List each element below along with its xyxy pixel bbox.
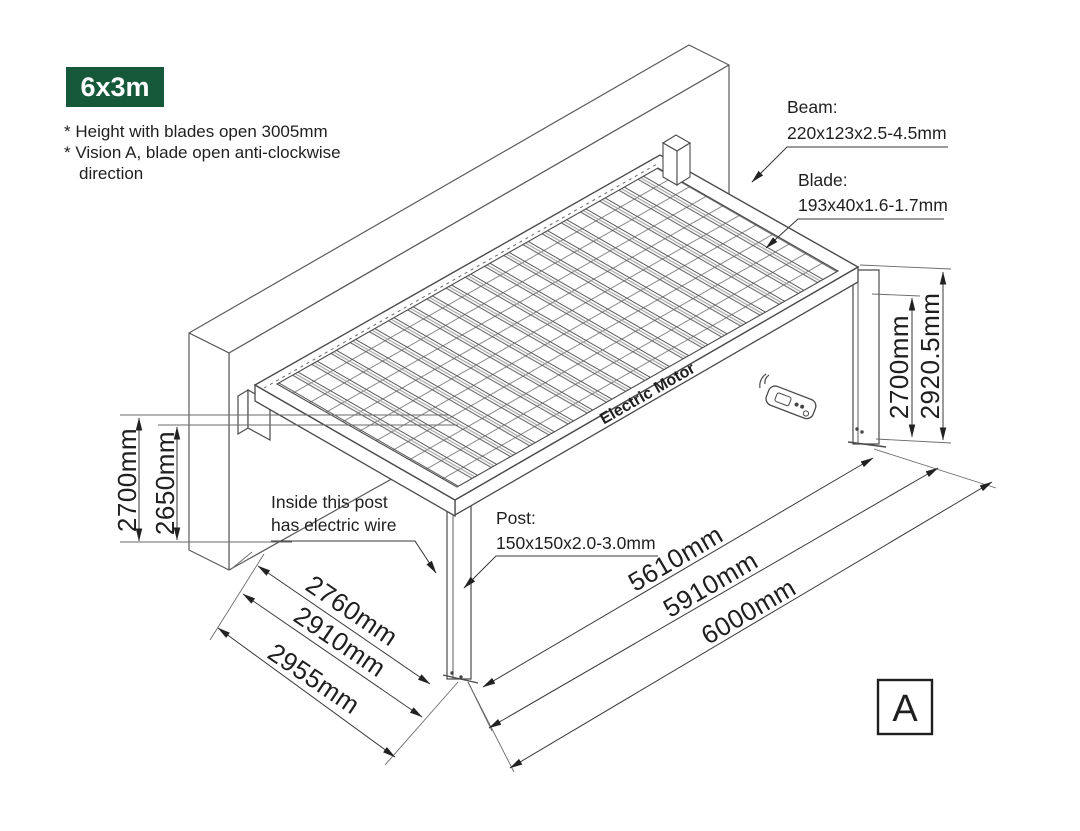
wire-note-line2: has electric wire	[271, 515, 396, 535]
blade-callout-spec: 193x40x1.6-1.7mm	[798, 195, 948, 215]
remote-control-icon	[759, 373, 817, 420]
wire-note-line1: Inside this post	[271, 492, 388, 512]
callout-texts: Beam: 220x123x2.5-4.5mm Blade: 193x40x1.…	[271, 97, 948, 553]
dim-left-outer: 2700mm	[112, 428, 142, 532]
callouts	[271, 146, 948, 589]
front-post	[446, 497, 472, 680]
size-badge-label: 6x3m	[80, 72, 149, 102]
view-label: A	[892, 688, 918, 730]
blade-callout-title: Blade:	[798, 170, 848, 190]
wall-end-face	[188, 332, 230, 571]
post-callout-spec: 150x150x2.0-3.0mm	[496, 533, 656, 553]
dimension-lines	[120, 264, 997, 773]
wall-bracket	[237, 388, 249, 436]
rear-corner-cap	[661, 134, 692, 186]
beam-callout-title: Beam:	[787, 97, 838, 117]
louvered-roof: Electric Motor	[253, 134, 860, 518]
dim-left-inner: 2650mm	[150, 431, 180, 535]
footnote-vision: * Vision A, blade open anti-clockwise	[64, 143, 341, 162]
footnote-vision-cont: direction	[79, 164, 143, 183]
footnotes: * Height with blades open 3005mm * Visio…	[64, 122, 341, 183]
view-label-box: A	[876, 678, 934, 736]
size-badge: 6x3m	[66, 67, 164, 107]
right-post	[852, 269, 880, 445]
dim-right-inner: 2700mm	[884, 315, 914, 419]
beam-callout-spec: 220x123x2.5-4.5mm	[787, 123, 947, 143]
post-callout-title: Post:	[496, 508, 536, 528]
footnote-height: * Height with blades open 3005mm	[64, 122, 328, 141]
dim-right-outer: 2920.5mm	[915, 293, 945, 420]
